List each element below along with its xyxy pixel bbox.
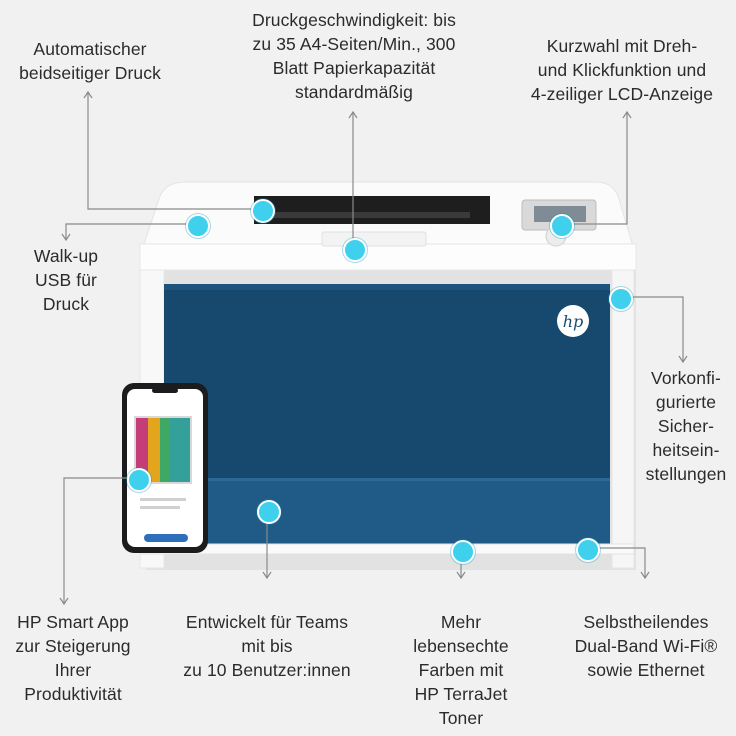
callout-line: lebensechte [413,636,509,656]
callout-line: Produktivität [24,684,122,704]
callout-line: stellungen [645,464,727,484]
callout-line: USB für [35,270,97,290]
callout-line: Sicher- [657,416,715,436]
callout-line: HP TerraJet [414,684,508,704]
callout-line: zu 10 Benutzer:innen [183,660,351,680]
callout-line: Selbstheilendes [583,612,709,632]
callout-dot-speed[interactable] [343,238,367,262]
callout-line: sowie Ethernet [587,660,705,680]
callout-line: gurierte [655,392,717,412]
callout-line: Entwickelt für Teams [185,612,349,632]
callout-line: Druckgeschwindigkeit: bis [252,10,456,30]
callout-line: Walk-up [33,246,99,266]
callout-line: Automatischer [33,39,147,59]
callout-line: standardmäßig [294,82,414,102]
callout-dot-dial[interactable] [550,214,574,238]
callout-teams: Entwickelt für Teams mit bis zu 10 Benut… [160,610,374,682]
callout-line: Druck [42,294,90,314]
callout-dot-security[interactable] [609,287,633,311]
callout-usb: Walk-up USB für Druck [16,244,116,316]
callout-line: mit bis [241,636,293,656]
leader-security [628,296,684,362]
smartphone-illustration [122,383,208,553]
callout-line: zu 35 A4-Seiten/Min., 300 [252,34,456,54]
leader-app [63,477,128,604]
callout-speed: Druckgeschwindigkeit: bis zu 35 A4-Seite… [216,8,492,104]
callout-line: und Klickfunktion und [537,60,707,80]
leader-wifi [596,547,646,578]
callout-dot-duplex[interactable] [251,199,275,223]
front-panel [164,284,610,480]
callout-duplex: Automatischer beidseitiger Druck [0,37,180,85]
svg-text:hp: hp [563,312,584,331]
callout-dot-usb[interactable] [186,214,210,238]
callout-dot-teams[interactable] [257,500,281,524]
leader-duplex [87,92,252,210]
callout-line: Ihrer [54,660,92,680]
leader-usb [65,223,187,240]
callout-wifi: Selbstheilendes Dual-Band Wi-Fi® sowie E… [556,610,736,682]
callout-dot-wifi[interactable] [576,538,600,562]
callout-line: 4-zeiliger LCD-Anzeige [530,84,714,104]
leader-dial [570,112,628,225]
callout-line: heitsein- [652,440,720,460]
callout-dot-app[interactable] [127,468,151,492]
callout-dot-colors[interactable] [451,540,475,564]
callout-line: Vorkonfi- [651,368,721,388]
callout-line: Dual-Band Wi-Fi® [574,636,718,656]
callout-line: Farben mit [418,660,504,680]
callout-security: Vorkonfi- gurierte Sicher- heitsein- ste… [636,366,736,486]
callout-line: beidseitiger Druck [19,63,161,83]
output-tray [254,196,490,224]
callout-line: Toner [438,708,484,728]
callout-line: Mehr [440,612,482,632]
callout-line: HP Smart App [17,612,129,632]
callout-line: Kurzwahl mit Dreh- [546,36,698,56]
hp-logo-icon: hp [557,305,589,337]
callout-app: HP Smart App zur Steigerung Ihrer Produk… [0,610,146,706]
callout-line: zur Steigerung [15,636,131,656]
paper-drawer [164,478,610,544]
callout-line: Blatt Papierkapazität [272,58,436,78]
callout-dial: Kurzwahl mit Dreh- und Klickfunktion und… [508,34,736,106]
callout-colors: Mehr lebensechte Farben mit HP TerraJet … [396,610,526,730]
